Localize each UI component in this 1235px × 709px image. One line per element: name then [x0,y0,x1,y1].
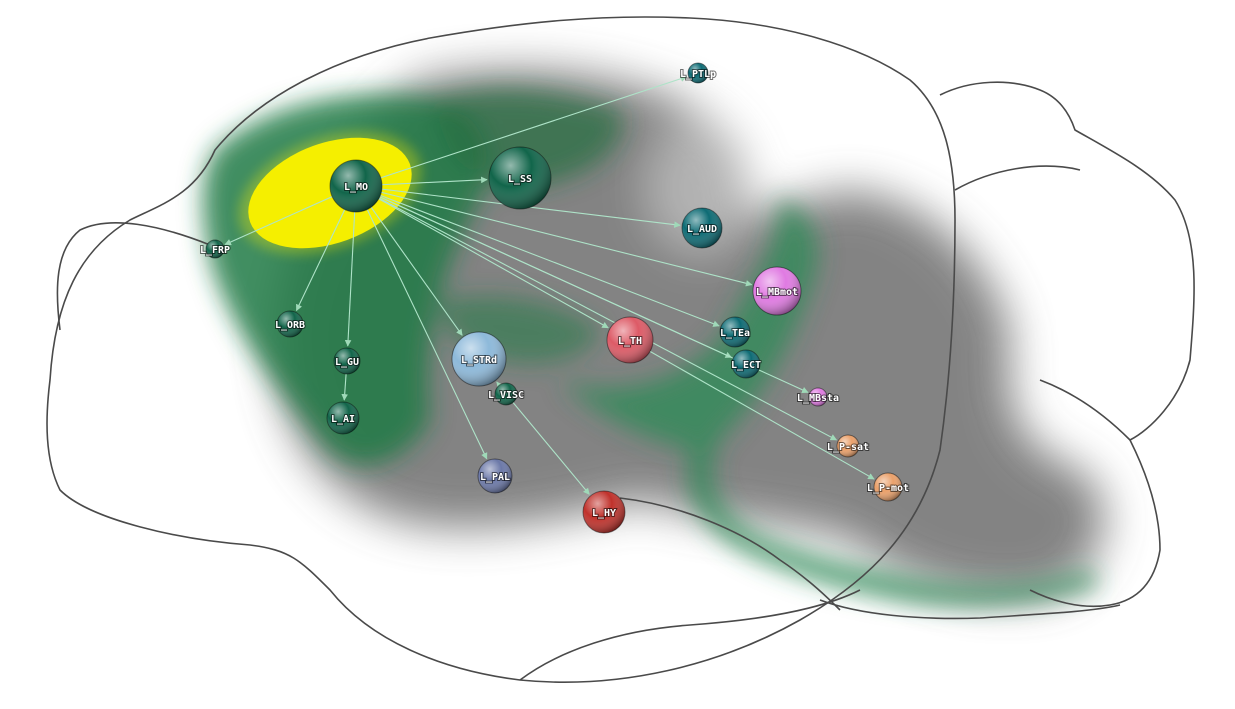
region-label: L_P-mot [867,483,909,494]
edge-l-th-to-l-p-mot [629,339,875,480]
region-label: L_P-sat [827,442,869,453]
region-node-l-aud[interactable]: L_AUD [681,207,723,249]
region-label: L_HY [592,508,616,519]
region-node-l-ptlp[interactable]: L_PTLp [679,62,717,84]
region-node-l-hy[interactable]: L_HY [582,490,626,534]
edge-l-mo-to-l-tea [355,185,720,327]
region-node-l-th[interactable]: L_TH [606,316,654,364]
region-label: L_MBmot [756,287,798,298]
region-node-l-mbmot[interactable]: L_MBmot [752,266,802,316]
region-label: L_AUD [687,224,717,235]
region-node-l-mo[interactable]: L_MO [329,159,383,213]
edge-l-mo-to-l-gu [344,185,357,347]
region-label: L_GU [335,357,359,368]
edge-l-visc-to-l-hy [505,393,590,495]
region-label: L_PAL [480,472,510,483]
edge-l-mo-to-l-mbmot [355,185,753,287]
region-label: L_FRP [200,245,230,256]
brain-outline [46,16,1195,683]
region-label: L_TEa [720,328,750,339]
region-node-l-ss[interactable]: L_SS [488,146,552,210]
region-node-l-strd[interactable]: L_STRd [451,331,507,387]
edge-l-mo-to-l-ptlp [355,75,688,187]
region-label: L_ORB [275,320,305,331]
region-label: L_SS [508,174,532,185]
region-label: L_VISC [488,390,524,401]
region-label: L_PTLp [680,69,716,80]
region-node-l-ect[interactable]: L_ECT [730,349,762,379]
edge-l-mo-to-l-pal [355,185,488,460]
region-label: L_ECT [731,360,761,371]
region-node-l-pal[interactable]: L_PAL [477,458,513,494]
region-label: L_MBsta [797,393,839,404]
region-label: L_STRd [461,355,497,366]
region-node-l-gu[interactable]: L_GU [333,347,361,375]
region-node-l-tea[interactable]: L_TEa [719,316,751,348]
edge-l-mo-to-l-p-sat [355,185,838,441]
region-label: L_TH [618,336,642,347]
region-node-l-ai[interactable]: L_AI [326,401,360,435]
region-label: L_AI [331,414,355,425]
edge-l-mo-to-l-th [355,185,609,329]
region-label: L_MO [344,182,368,193]
